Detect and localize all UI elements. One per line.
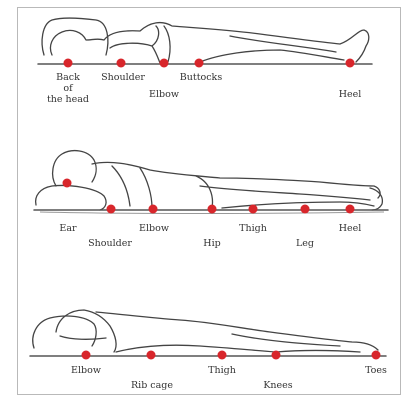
side-upper-arm [112,166,152,208]
label-side-shoulder: Shoulder [88,238,132,249]
label-leg: Leg [296,238,314,249]
prone-head-arms [56,310,116,352]
buttocks-point [195,59,204,68]
rib-cage-point [147,351,156,360]
label-thigh: Thigh [239,223,267,234]
label-prone-elbow: Elbow [71,365,101,376]
side-lying-labels: Ear Shoulder Elbow Hip Thigh Leg Heel [59,223,361,249]
label-back-of-head-line2: of [63,83,74,94]
prone-thigh-point [218,351,227,360]
supine-legs [200,50,344,62]
ear-point [63,179,72,188]
prone-pillow [33,316,96,348]
prone-leg-line [232,334,340,346]
hip-point [208,205,217,214]
label-side-heel: Heel [339,223,362,234]
toes-point [372,351,381,360]
prone-figure [30,310,386,356]
side-elbow-point [149,205,158,214]
label-rib-cage: Rib cage [131,380,173,391]
side-body-outline [92,162,380,198]
elbow-point [160,59,169,68]
thigh-point [249,205,258,214]
supine-arm [110,26,160,63]
side-feet [370,188,382,210]
label-heel: Heel [339,89,362,100]
label-back-of-head-line3: the head [47,94,89,105]
label-knees: Knees [263,380,292,391]
label-buttocks: Buttocks [180,72,223,83]
back-of-head-point [64,59,73,68]
supine-pressure-points [64,59,355,68]
side-lying-pressure-points [63,179,355,214]
side-pillow [36,185,106,210]
side-heel-point [346,205,355,214]
label-side-elbow: Elbow [139,223,169,234]
side-lying-figure [34,151,388,214]
supine-pillow [42,18,108,55]
label-back-of-head-line1: Back [56,72,80,83]
label-shoulder: Shoulder [101,72,145,83]
label-elbow: Elbow [149,89,179,100]
prone-elbow-point [82,351,91,360]
label-ear: Ear [59,223,77,234]
supine-figure [38,18,372,64]
label-toes: Toes [365,365,387,376]
heel-point [346,59,355,68]
prone-pressure-points [82,351,381,360]
prone-labels: Elbow Rib cage Thigh Knees Toes [71,365,387,391]
shoulder-point [117,59,126,68]
supine-leg-line [230,36,336,52]
label-prone-thigh: Thigh [208,365,236,376]
prone-body-outline [96,312,378,350]
leg-point [301,205,310,214]
supine-labels: Back of the head Shoulder Elbow Buttocks… [47,72,361,105]
knees-point [272,351,281,360]
side-head [53,151,97,186]
supine-forearm [164,26,170,62]
side-shoulder-point [107,205,116,214]
label-hip: Hip [203,238,220,249]
